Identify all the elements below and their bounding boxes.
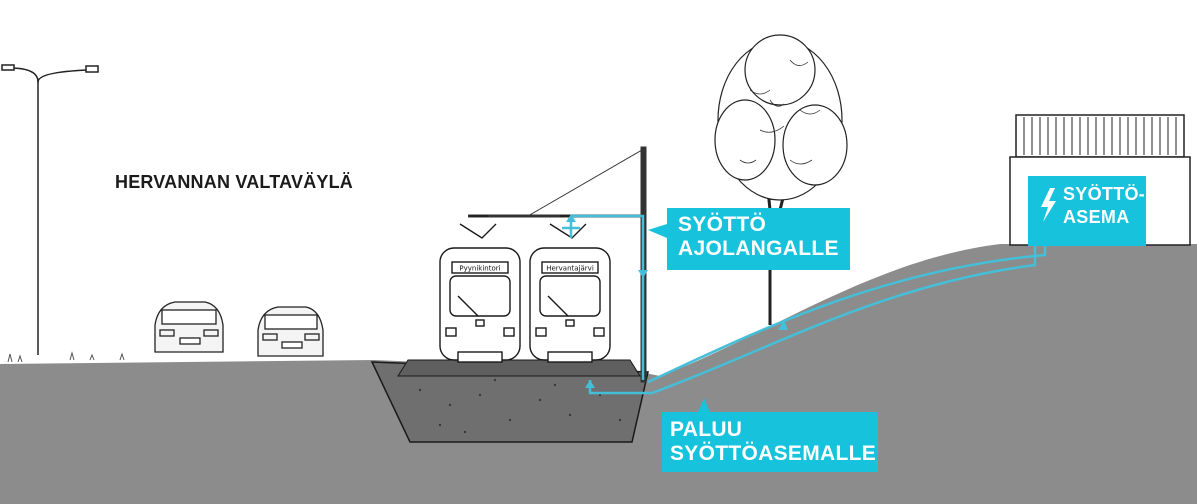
feed-cable	[571, 214, 645, 380]
tram-1-destination-sign: Pyynikintori	[459, 265, 500, 273]
car-right	[257, 306, 324, 357]
substation-label-line1: SYÖTTÖ-	[1063, 184, 1146, 204]
feed-label: SYÖTTÖ AJOLANGALLE	[678, 213, 839, 261]
tree	[714, 34, 848, 325]
return-label: PALUU SYÖTTÖASEMALLE	[670, 418, 876, 466]
substation-label-line2: ASEMA	[1063, 207, 1130, 227]
tram-2	[529, 215, 611, 363]
grass	[7, 351, 125, 363]
return-cable-underground	[588, 238, 1037, 395]
return-label-line2: SYÖTTÖASEMALLE	[670, 442, 877, 465]
return-label-box	[662, 398, 878, 472]
substation-label: SYÖTTÖ- ASEMA	[1063, 183, 1145, 229]
tram-2-destination-sign: Hervantajärvi	[546, 265, 594, 273]
feed-label-box	[648, 208, 850, 270]
street-lamp	[1, 64, 99, 355]
ballast-top	[397, 359, 641, 377]
cable-arrows	[566, 214, 788, 388]
feed-label-line1: SYÖTTÖ	[678, 213, 767, 236]
tram-1	[439, 215, 521, 363]
car-left	[154, 301, 224, 353]
return-label-line1: PALUU	[670, 418, 743, 441]
lightning-bolt-icon	[1041, 188, 1056, 222]
power-cables	[562, 214, 1047, 395]
ballast-texture	[418, 378, 622, 434]
feed-cable-underground	[647, 238, 1047, 384]
feed-label-line2: AJOLANGALLE	[678, 237, 839, 260]
road-title: HERVANNAN VALTAVÄYLÄ	[115, 172, 353, 192]
